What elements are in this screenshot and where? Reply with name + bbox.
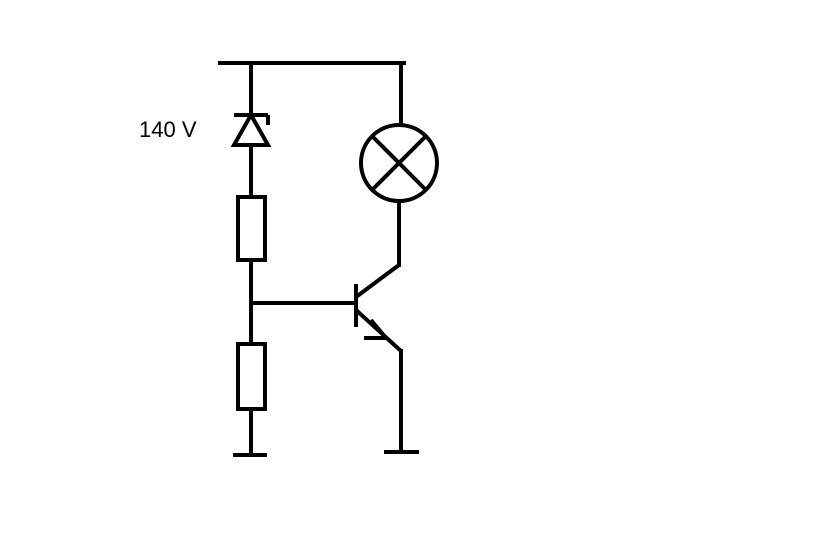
lamp xyxy=(359,123,439,203)
zener-voltage-label: 140 V xyxy=(139,117,197,142)
npn-transistor xyxy=(354,263,403,353)
upper-resistor xyxy=(236,195,267,262)
zener-diode xyxy=(230,110,272,147)
lower-resistor xyxy=(236,342,267,411)
